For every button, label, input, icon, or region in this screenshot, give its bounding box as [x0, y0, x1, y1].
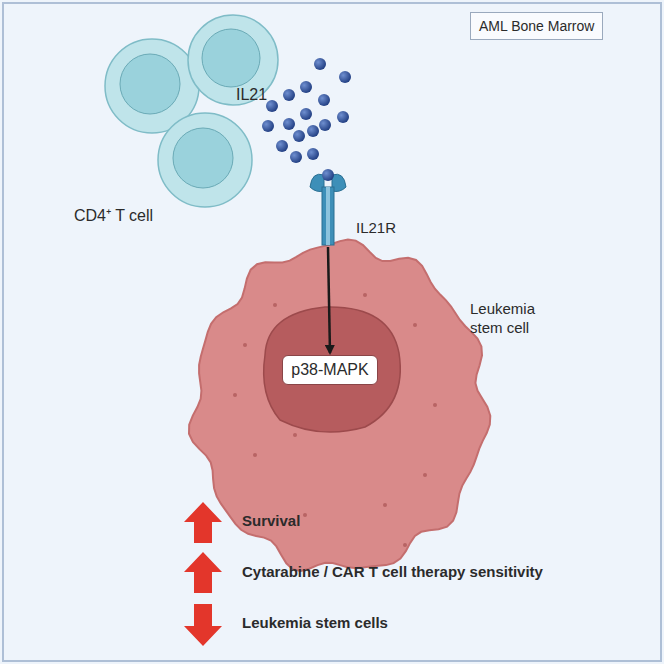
cell-speck: [413, 323, 417, 327]
receptor-shape: [306, 165, 350, 245]
p38-mapk-box: p38-MAPK: [282, 355, 377, 385]
cell-speck: [433, 403, 437, 407]
signal-arrow: [328, 247, 330, 353]
outcome-text: Survival: [242, 512, 300, 529]
cell-speck: [303, 513, 307, 517]
cell-speck: [273, 303, 277, 307]
leukemia-stem-cell: Leukemia stem cellp38-MAPK: [185, 235, 495, 580]
cell-membrane: [189, 240, 490, 571]
cell-speck: [383, 503, 387, 507]
box-text: p38-MAPK: [291, 361, 368, 378]
receptor-label: IL21R: [356, 219, 396, 236]
outcome-arrows: [184, 502, 222, 646]
il21-dots: [262, 58, 351, 163]
cell-speck: [253, 453, 257, 457]
cell-speck: [403, 543, 407, 547]
cytokine-label: IL21: [236, 86, 267, 104]
cell-speck: [243, 343, 247, 347]
il21-receptor: IL21R: [306, 165, 350, 245]
cell-label: Leukemia stem cell: [470, 300, 552, 338]
t-cells: [105, 15, 278, 207]
outcome-text: Cytarabine / CAR T cell therapy sensitiv…: [242, 563, 543, 580]
title-box: AML Bone Marrow: [470, 12, 603, 40]
cell-speck: [293, 433, 297, 437]
box-title: AML Bone Marrow: [479, 18, 594, 34]
cell-body: [185, 235, 495, 580]
frame: [3, 3, 661, 661]
cell-speck: [423, 473, 427, 477]
cell-type-label: CD4⁺ T cell: [74, 204, 153, 226]
outcome-text: Leukemia stem cells: [242, 614, 388, 631]
cell-speck: [363, 293, 367, 297]
nucleus: [264, 307, 401, 432]
bound-il21: [322, 169, 334, 181]
cell-speck: [233, 393, 237, 397]
